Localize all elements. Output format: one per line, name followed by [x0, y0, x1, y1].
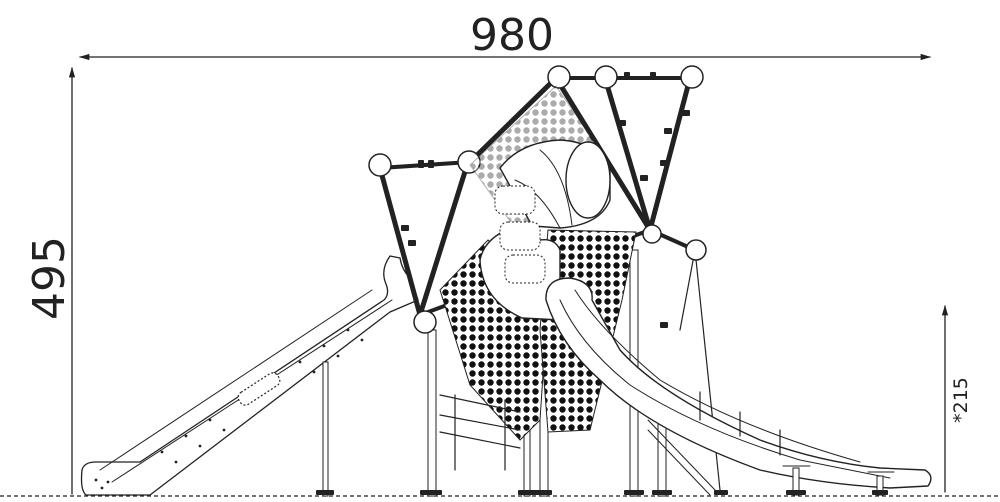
left-slide-support: [322, 361, 329, 497]
open-slide-chute: [545, 277, 932, 489]
left-slide-bolts: [94, 328, 364, 490]
width-dimension-label: 980: [470, 10, 554, 61]
height-dimension-label: 495: [24, 236, 75, 320]
tube-bolt-plates: [494, 185, 546, 284]
pole-feet: [316, 490, 888, 495]
width-dimension: 980: [78, 10, 932, 61]
tube-slide: [479, 139, 932, 496]
height-dimension: 495: [24, 66, 76, 495]
rope-clamps: [401, 72, 690, 328]
left-slide-plate: [237, 372, 281, 406]
side-height-dimension: *215: [941, 304, 972, 493]
left-slide: [80, 255, 419, 497]
side-height-dimension-label: *215: [950, 377, 972, 423]
rope-ladder: [439, 394, 521, 471]
tube-rim: [565, 141, 611, 219]
